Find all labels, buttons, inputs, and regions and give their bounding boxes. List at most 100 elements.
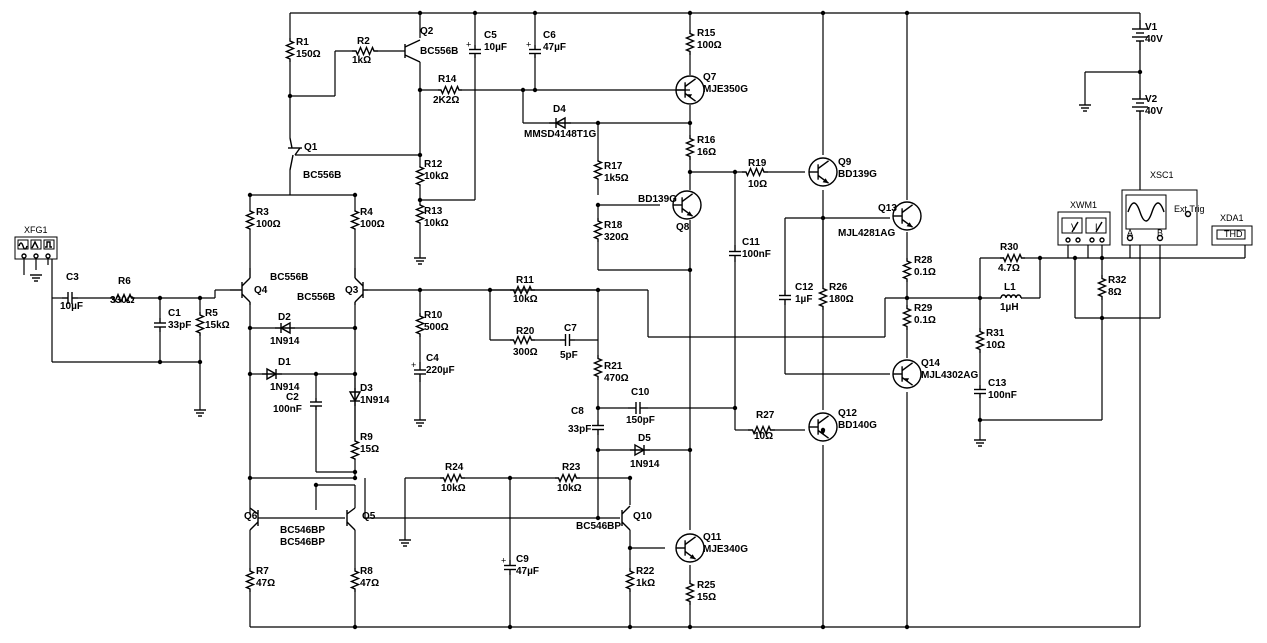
resistor-r16[interactable] bbox=[684, 135, 696, 160]
resistor-r3[interactable] bbox=[244, 210, 256, 230]
capacitor-c3[interactable] bbox=[62, 292, 78, 304]
resistor-r26[interactable] bbox=[817, 285, 829, 310]
resistor-r1[interactable] bbox=[284, 38, 296, 62]
label-q11v: MJE340G bbox=[703, 544, 748, 555]
junction-dot bbox=[977, 417, 983, 423]
label-v2: V2 bbox=[1145, 94, 1158, 105]
battery-v2[interactable] bbox=[1132, 90, 1148, 120]
resistor-r15[interactable] bbox=[684, 30, 696, 55]
resistor-r8[interactable] bbox=[349, 568, 361, 592]
label-r19: R19 bbox=[748, 158, 767, 169]
junction-dot bbox=[417, 87, 423, 93]
capacitor-c9[interactable]: + bbox=[501, 556, 516, 576]
capacitor-c1[interactable] bbox=[154, 318, 166, 332]
label-v: V bbox=[1071, 222, 1077, 232]
resistor-r31[interactable] bbox=[974, 328, 986, 353]
ground-c4 bbox=[414, 419, 426, 427]
transistor-q13[interactable] bbox=[892, 201, 922, 231]
label-r3: R3 bbox=[256, 207, 269, 218]
resistor-r22[interactable] bbox=[624, 568, 636, 592]
label-r31v: 10Ω bbox=[986, 340, 1005, 351]
capacitor-c5[interactable]: + bbox=[466, 40, 481, 59]
resistor-r11[interactable] bbox=[510, 284, 535, 296]
resistor-r19[interactable] bbox=[742, 166, 768, 178]
diode-d3[interactable] bbox=[348, 388, 362, 406]
resistor-r20[interactable] bbox=[510, 334, 535, 346]
wattmeter-xwm1[interactable] bbox=[1057, 211, 1111, 246]
capacitor-c2[interactable] bbox=[310, 398, 322, 410]
label-q14v: MJL4302AG bbox=[921, 370, 978, 381]
capacitor-c8[interactable] bbox=[592, 420, 604, 435]
resistor-r24[interactable] bbox=[440, 472, 465, 484]
junction-dot bbox=[1037, 255, 1043, 261]
resistor-r6[interactable] bbox=[110, 292, 135, 304]
diode-d2[interactable] bbox=[275, 321, 295, 335]
resistor-r27[interactable] bbox=[748, 424, 775, 436]
label-c13: C13 bbox=[988, 378, 1007, 389]
label-c11v: 100nF bbox=[742, 249, 771, 260]
function-generator-xfg1[interactable] bbox=[14, 236, 58, 260]
resistor-r9[interactable] bbox=[349, 440, 361, 460]
label-r25v: 15Ω bbox=[697, 592, 716, 603]
label-r17v: 1k5Ω bbox=[604, 173, 629, 184]
capacitor-c12[interactable] bbox=[779, 290, 791, 305]
distortion-analyzer-xda1[interactable] bbox=[1211, 225, 1253, 246]
resistor-r23[interactable] bbox=[555, 472, 580, 484]
junction-dot bbox=[287, 93, 293, 99]
diode-d5[interactable] bbox=[630, 443, 650, 457]
junction-dot bbox=[595, 515, 601, 521]
capacitor-c7[interactable] bbox=[560, 334, 575, 346]
junction-dot bbox=[820, 624, 826, 630]
label-d4v: MMSD4148T1G bbox=[524, 129, 596, 140]
resistor-r18[interactable] bbox=[592, 218, 604, 242]
junction-dot bbox=[627, 475, 633, 481]
capacitor-c13[interactable] bbox=[974, 385, 986, 398]
resistor-r2[interactable] bbox=[352, 45, 378, 57]
transistor-q11[interactable] bbox=[675, 533, 705, 563]
transistor-q12[interactable] bbox=[808, 412, 838, 442]
diode-d1[interactable] bbox=[262, 367, 282, 381]
resistor-r4[interactable] bbox=[349, 210, 361, 230]
resistor-r12[interactable] bbox=[414, 166, 426, 186]
label-c10v: 150pF bbox=[626, 415, 655, 426]
resistor-r10[interactable] bbox=[414, 313, 426, 337]
labels: XFG1C310µFR6330ΩC133pFR515kΩR1150ΩR21kΩQ… bbox=[24, 22, 1244, 603]
battery-v1[interactable] bbox=[1132, 20, 1148, 50]
junction-dot bbox=[732, 169, 738, 175]
junction-dot bbox=[247, 325, 253, 331]
label-q8: Q8 bbox=[676, 222, 690, 233]
label-r6v: 330Ω bbox=[110, 295, 135, 306]
resistor-r29[interactable] bbox=[901, 305, 913, 330]
components: + + + + bbox=[14, 20, 1253, 605]
resistor-r25[interactable] bbox=[684, 580, 696, 605]
junction-dot bbox=[1099, 315, 1105, 321]
oscilloscope-xsc1[interactable] bbox=[1121, 189, 1198, 246]
transistor-q8[interactable] bbox=[672, 190, 702, 220]
resistor-r30[interactable] bbox=[1000, 252, 1025, 264]
resistor-r32[interactable] bbox=[1096, 275, 1108, 300]
capacitor-c10[interactable] bbox=[628, 402, 648, 414]
junction-dot bbox=[313, 482, 319, 488]
resistor-r14[interactable] bbox=[438, 84, 462, 96]
label-xfg1: XFG1 bbox=[24, 225, 48, 235]
resistor-r5[interactable] bbox=[194, 312, 206, 336]
resistor-r17[interactable] bbox=[592, 160, 604, 180]
transistor-q7[interactable] bbox=[675, 75, 705, 105]
diode-d4[interactable] bbox=[549, 116, 571, 130]
transistor-q14[interactable] bbox=[892, 359, 922, 389]
label-r7: R7 bbox=[256, 566, 269, 577]
label-c7: C7 bbox=[564, 323, 577, 334]
label-q14: Q14 bbox=[921, 358, 940, 369]
capacitor-c6[interactable]: + bbox=[526, 40, 541, 59]
junction-dot bbox=[472, 10, 478, 16]
resistor-r28[interactable] bbox=[901, 258, 913, 282]
resistor-r7[interactable] bbox=[244, 568, 256, 592]
junction-dot bbox=[352, 325, 358, 331]
transistor-q9[interactable] bbox=[808, 157, 838, 187]
label-r15v: 100Ω bbox=[697, 40, 722, 51]
capacitor-c11[interactable] bbox=[729, 245, 741, 262]
resistor-r13[interactable] bbox=[414, 204, 426, 224]
inductor-l1[interactable] bbox=[1000, 294, 1022, 299]
capacitor-c4[interactable]: + bbox=[411, 360, 426, 382]
resistor-r21[interactable] bbox=[592, 355, 604, 380]
